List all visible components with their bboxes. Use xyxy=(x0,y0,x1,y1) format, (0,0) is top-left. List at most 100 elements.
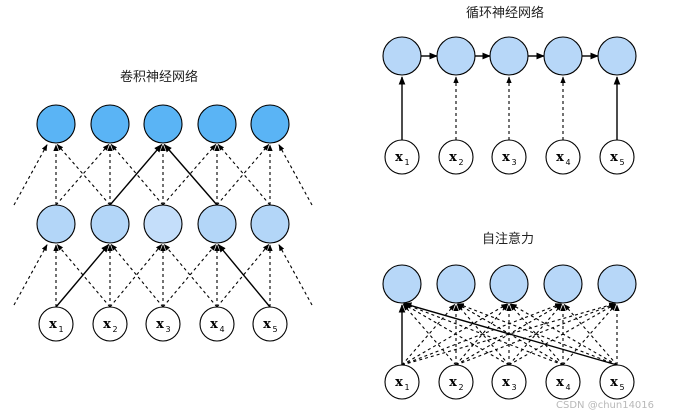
cnn-edge-mid-top xyxy=(55,144,110,206)
sa-attention-edge xyxy=(401,303,562,366)
input-label-5: x xyxy=(610,375,618,390)
sa-input-node xyxy=(438,364,474,400)
sa-input-node xyxy=(599,364,635,400)
cnn-edge-in-mid xyxy=(163,244,218,308)
input-subscript-4: 4 xyxy=(219,325,224,334)
input-label-1: x xyxy=(49,317,57,332)
input-subscript-5: 5 xyxy=(619,383,624,392)
sa-node xyxy=(543,264,583,304)
input-label-3: x xyxy=(502,150,510,165)
cnn-edge-in-mid xyxy=(55,243,110,308)
cnn-mid-node xyxy=(90,204,130,244)
sa-node xyxy=(436,264,476,304)
sa-attention-edge xyxy=(510,303,618,366)
input-label-2: x xyxy=(449,150,457,165)
sa-attention-edge xyxy=(456,304,510,366)
input-label-4: x xyxy=(556,375,564,390)
cnn-edge-mid-top xyxy=(162,144,217,206)
input-subscript-5: 5 xyxy=(619,158,624,167)
cnn-mid-node xyxy=(197,204,237,244)
cnn-edge-offpanel xyxy=(278,144,313,206)
input-subscript-2: 2 xyxy=(458,383,463,392)
input-subscript-3: 3 xyxy=(511,158,516,167)
cnn-edge-mid-top xyxy=(163,143,218,206)
rnn-input-node xyxy=(438,139,474,175)
sa-attention-edge xyxy=(508,304,563,366)
cnn-edge-in-mid xyxy=(109,244,163,308)
cnn-mid-node xyxy=(250,204,290,244)
input-subscript-5: 5 xyxy=(272,325,277,334)
input-subscript-1: 1 xyxy=(58,325,63,334)
edges-layer xyxy=(13,52,621,366)
cnn-edge-offpanel xyxy=(278,244,313,306)
rnn-node xyxy=(597,36,637,76)
sa-input-node xyxy=(545,364,581,400)
sa-attention-edge xyxy=(455,303,616,366)
cnn-edge-offpanel xyxy=(13,244,48,306)
input-label-3: x xyxy=(502,375,510,390)
input-subscript-2: 2 xyxy=(112,325,117,334)
cnn-top-node xyxy=(197,104,237,144)
cnn-top-node xyxy=(90,104,130,144)
cnn-input-node xyxy=(252,306,288,342)
input-subscript-1: 1 xyxy=(404,383,409,392)
input-subscript-2: 2 xyxy=(458,158,463,167)
cnn-input-node xyxy=(38,306,74,342)
sa-attention-edge xyxy=(403,303,510,366)
rnn-input-node xyxy=(384,139,420,175)
input-label-1: x xyxy=(395,375,403,390)
input-label-4: x xyxy=(556,150,564,165)
input-subscript-3: 3 xyxy=(165,325,170,334)
rnn-title: 循环神经网络 xyxy=(466,6,545,21)
cnn-input-node xyxy=(199,306,235,342)
sa-attention-edge xyxy=(457,303,618,366)
cnn-top-node xyxy=(250,104,290,144)
rnn-node xyxy=(543,36,583,76)
rnn-node xyxy=(489,36,529,76)
input-label-1: x xyxy=(395,150,403,165)
cnn-mid-node xyxy=(36,204,76,244)
cnn-edge-in-mid xyxy=(110,244,164,308)
rnn-input-node xyxy=(491,139,527,175)
input-subscript-4: 4 xyxy=(565,158,570,167)
cnn-edge-in-mid xyxy=(162,244,217,308)
input-label-3: x xyxy=(156,317,164,332)
cnn-input-node xyxy=(92,306,128,342)
cnn-top-node xyxy=(143,104,183,144)
input-label-2: x xyxy=(103,317,111,332)
cnn-mid-node xyxy=(143,204,183,244)
sa-input-node xyxy=(491,364,527,400)
self-attention-title: 自注意力 xyxy=(482,232,535,247)
input-label-4: x xyxy=(210,317,218,332)
rnn-input-node xyxy=(599,139,635,175)
sa-attention-edge xyxy=(401,304,456,366)
cnn-edge-mid-top xyxy=(110,144,164,206)
rnn-node xyxy=(436,36,476,76)
input-subscript-3: 3 xyxy=(511,383,516,392)
sa-attention-edge xyxy=(509,304,564,366)
sa-attention-edge xyxy=(508,303,616,366)
cnn-edge-in-mid xyxy=(217,243,271,308)
sa-attention-edge xyxy=(563,304,618,366)
rnn-node xyxy=(382,36,422,76)
sa-attention-edge xyxy=(403,302,618,366)
sa-attention-edge xyxy=(402,304,457,366)
cnn-edge-offpanel xyxy=(13,144,48,206)
sa-attention-edge xyxy=(403,303,564,366)
input-label-5: x xyxy=(610,150,618,165)
cnn-top-node xyxy=(36,104,76,144)
nodes-layer xyxy=(36,36,637,400)
sa-attention-edge xyxy=(401,303,508,366)
sa-attention-edge xyxy=(562,304,617,366)
input-label-2: x xyxy=(449,375,457,390)
rnn-input-node xyxy=(545,139,581,175)
sa-attention-edge xyxy=(455,304,509,366)
input-subscript-4: 4 xyxy=(565,383,570,392)
cnn-input-node xyxy=(145,306,181,342)
input-label-5: x xyxy=(263,317,271,332)
cnn-edge-mid-top xyxy=(109,143,163,206)
cnn-edge-in-mid xyxy=(216,244,270,308)
input-subscript-1: 1 xyxy=(404,158,409,167)
